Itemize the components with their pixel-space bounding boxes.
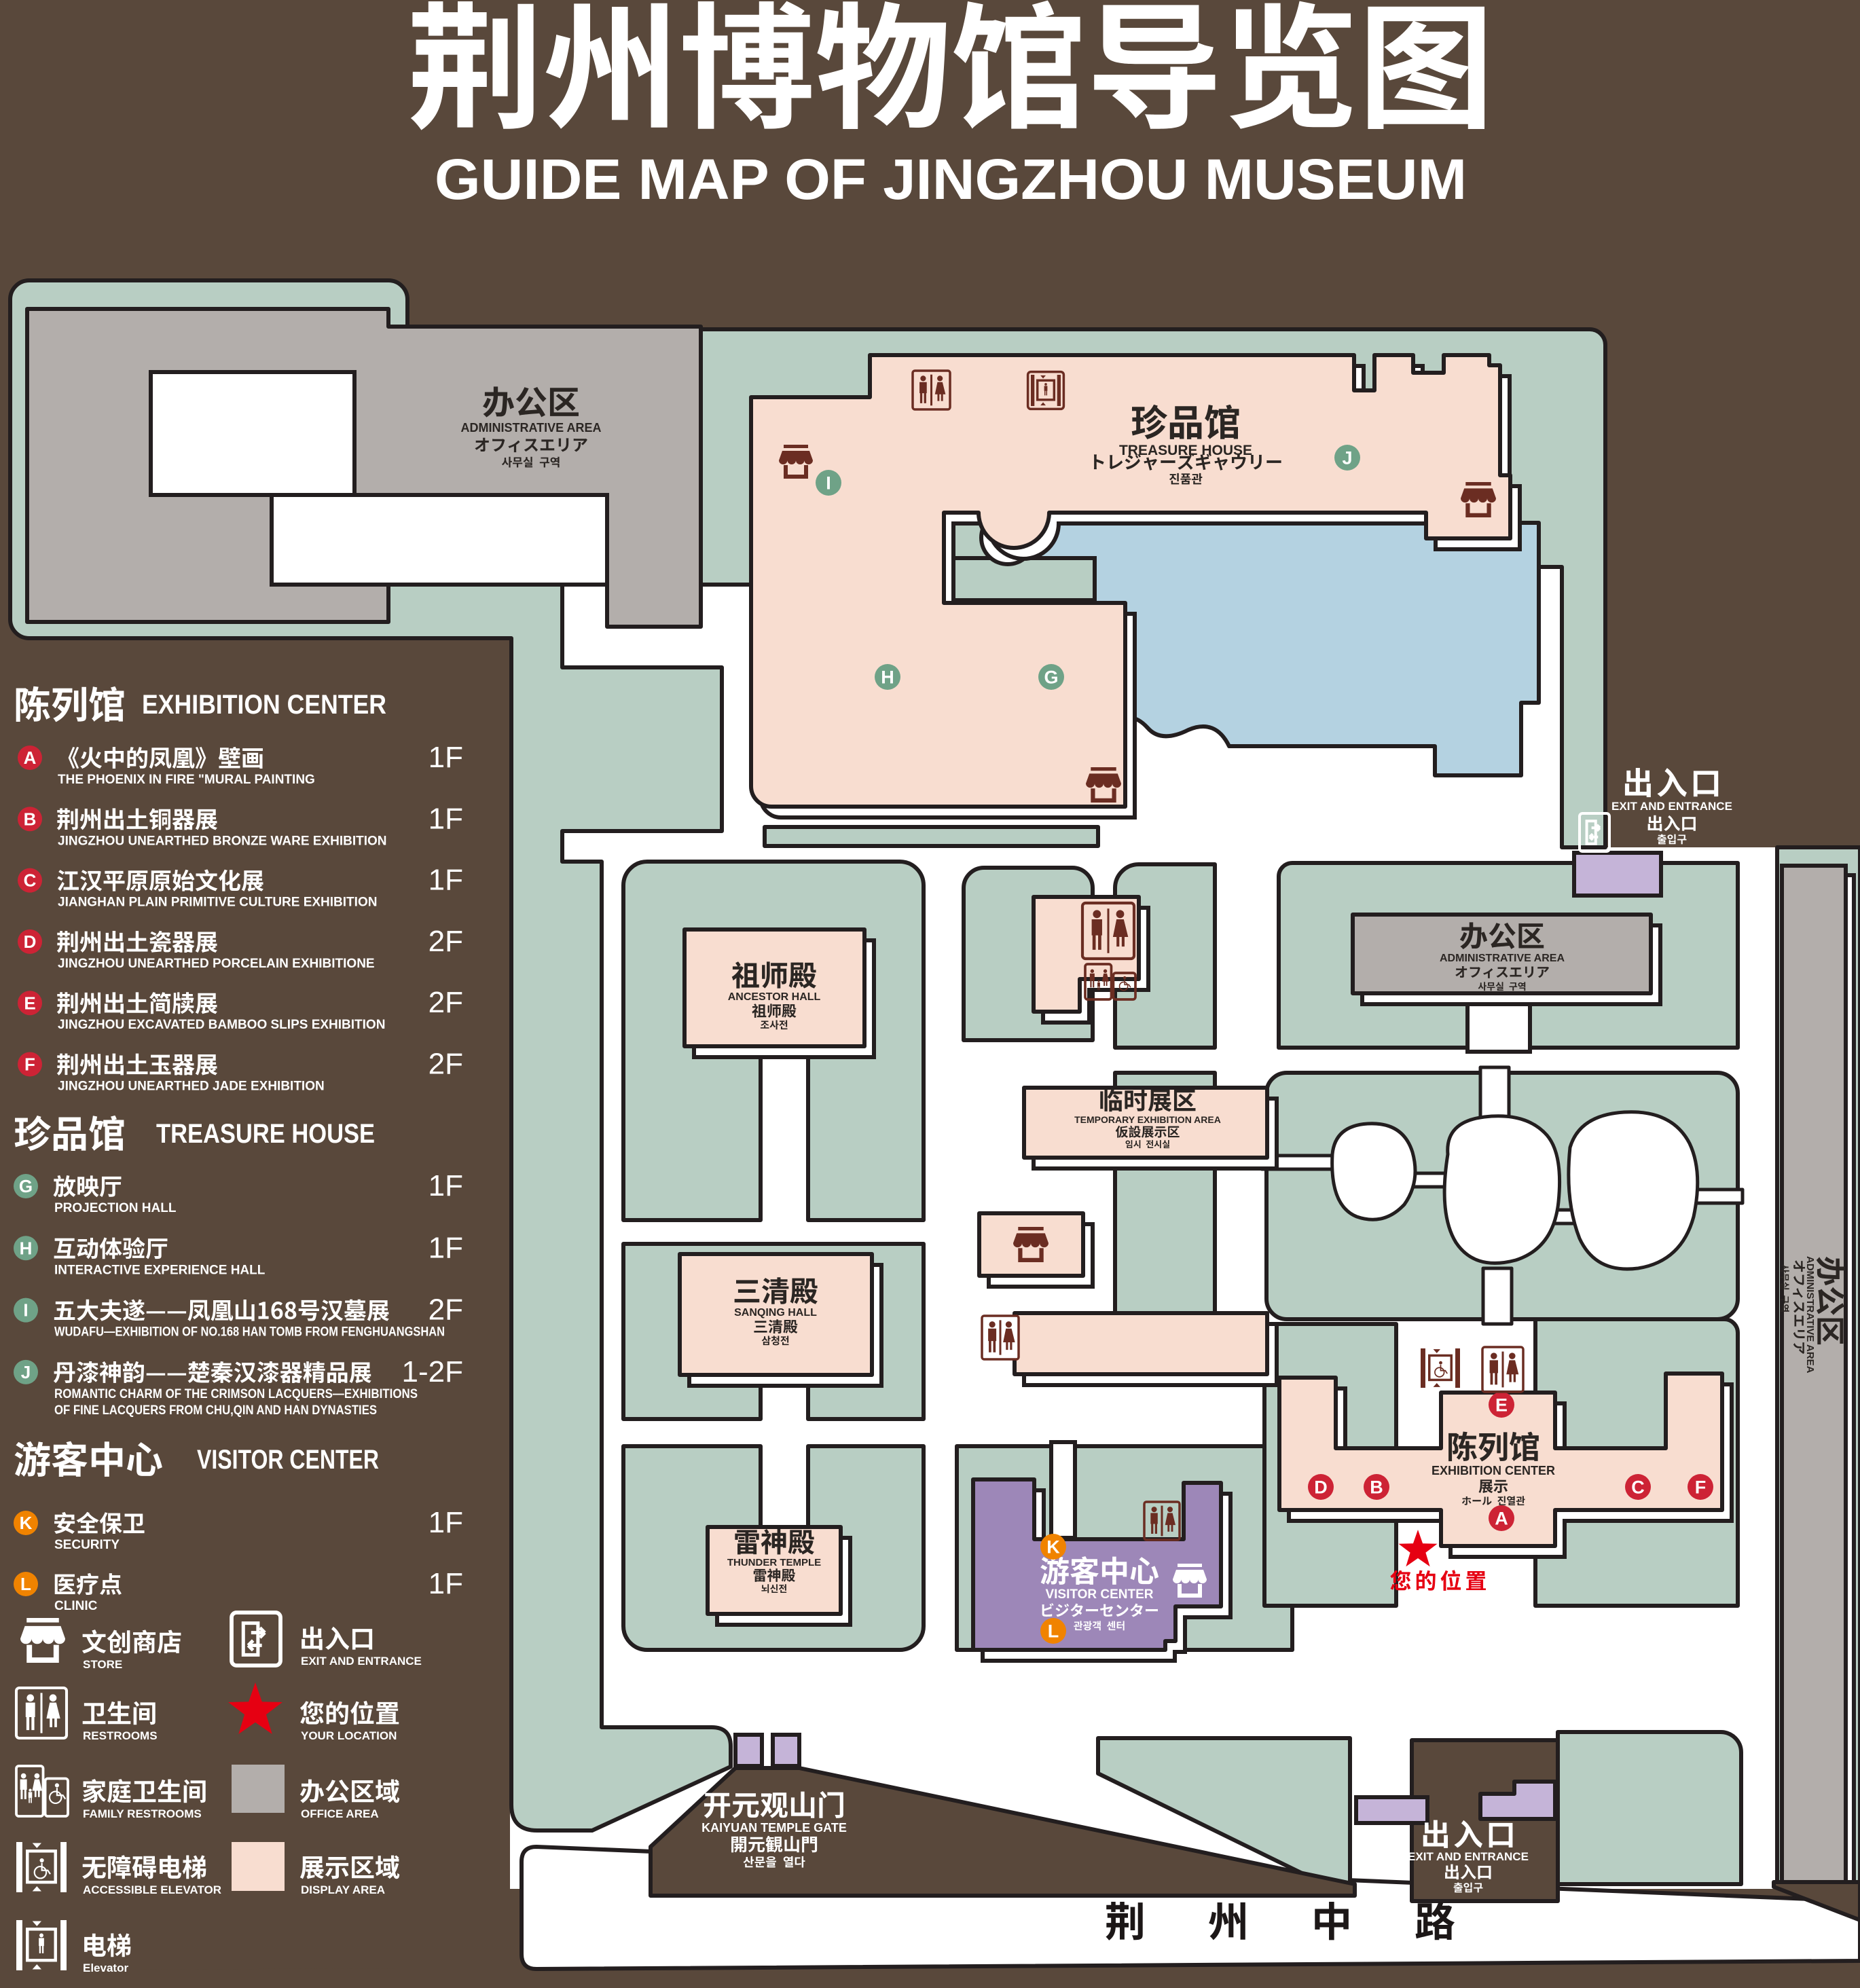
svg-text:PROJECTION HALL: PROJECTION HALL	[54, 1201, 177, 1215]
svg-text:JINGZHOU UNEARTHED PORCELAIN E: JINGZHOU UNEARTHED PORCELAIN EXHIBITIONE	[58, 957, 375, 971]
svg-text:ROMANTIC CHARM OF THE CRIMSON: ROMANTIC CHARM OF THE CRIMSON LACQUERS—E…	[54, 1387, 418, 1401]
svg-text:EXHIBITION CENTER: EXHIBITION CENTER	[142, 690, 386, 720]
svg-text:F: F	[24, 1054, 35, 1075]
svg-text:A: A	[1495, 1508, 1508, 1528]
svg-text:ACCESSIBLE ELEVATOR: ACCESSIBLE ELEVATOR	[83, 1883, 221, 1896]
svg-text:ADMINISTRATIVE AREA: ADMINISTRATIVE AREA	[1440, 953, 1565, 964]
svg-text:L: L	[1048, 1621, 1059, 1641]
svg-text:RESTROOMS: RESTROOMS	[83, 1729, 158, 1742]
svg-text:B: B	[24, 809, 37, 829]
svg-text:F: F	[1695, 1477, 1707, 1497]
svg-text:G: G	[19, 1176, 33, 1196]
svg-text:2F: 2F	[428, 1048, 463, 1081]
svg-text:GUIDE MAP OF JINGZHOU MUSEUM: GUIDE MAP OF JINGZHOU MUSEUM	[435, 147, 1467, 211]
svg-text:C: C	[24, 870, 37, 891]
svg-text:JINGZHOU EXCAVATED BAMBOO SLIP: JINGZHOU EXCAVATED BAMBOO SLIPS EXHIBITI…	[58, 1018, 385, 1032]
svg-text:TREASURE HOUSE: TREASURE HOUSE	[156, 1119, 375, 1149]
svg-text:J: J	[1342, 447, 1352, 468]
svg-text:SANQING HALL: SANQING HALL	[734, 1307, 817, 1319]
svg-text:B: B	[1370, 1477, 1383, 1497]
svg-text:VISITOR CENTER: VISITOR CENTER	[197, 1445, 379, 1475]
svg-text:G: G	[1044, 667, 1058, 687]
svg-text:ADMINISTRATIVE AREA: ADMINISTRATIVE AREA	[461, 421, 602, 435]
svg-text:2F: 2F	[428, 986, 463, 1019]
svg-text:A: A	[24, 748, 37, 768]
svg-text:TREASURE HOUSE: TREASURE HOUSE	[1119, 443, 1252, 458]
svg-text:DISPLAY AREA: DISPLAY AREA	[301, 1883, 385, 1896]
svg-text:SECURITY: SECURITY	[54, 1538, 120, 1552]
svg-text:STORE: STORE	[83, 1658, 122, 1671]
svg-text:JINGZHOU UNEARTHED JADE EXHIBI: JINGZHOU UNEARTHED JADE EXHIBITION	[58, 1080, 325, 1094]
svg-text:OF FINE LACQUERS FROM CHU,QIN: OF FINE LACQUERS FROM CHU,QIN AND HAN DY…	[54, 1403, 377, 1418]
svg-text:THE PHOENIX IN FIRE "MURAL PAI: THE PHOENIX IN FIRE "MURAL PAINTING	[58, 773, 315, 787]
svg-text:1F: 1F	[428, 1169, 463, 1202]
svg-text:D: D	[1314, 1477, 1328, 1497]
svg-text:ADMINISTRATIVE AREA: ADMINISTRATIVE AREA	[1804, 1256, 1816, 1374]
svg-text:ANCESTOR HALL: ANCESTOR HALL	[728, 991, 821, 1003]
svg-text:H: H	[20, 1238, 33, 1258]
svg-text:L: L	[20, 1574, 31, 1594]
svg-text:VISITOR CENTER: VISITOR CENTER	[1045, 1587, 1153, 1602]
svg-text:1F: 1F	[428, 1506, 463, 1539]
svg-text:1F: 1F	[428, 864, 463, 897]
svg-text:YOUR LOCATION: YOUR LOCATION	[301, 1729, 397, 1742]
svg-text:1-2F: 1-2F	[402, 1355, 463, 1388]
svg-text:2F: 2F	[428, 925, 463, 958]
svg-text:EXHIBITION CENTER: EXHIBITION CENTER	[1432, 1464, 1555, 1477]
svg-text:WUDAFU—EXHIBITION OF NO.168 HA: WUDAFU—EXHIBITION OF NO.168 HAN TOMB FRO…	[54, 1325, 445, 1340]
svg-text:EXIT AND ENTRANCE: EXIT AND ENTRANCE	[1611, 800, 1732, 813]
svg-text:TEMPORARY EXHIBITION AREA: TEMPORARY EXHIBITION AREA	[1074, 1114, 1221, 1125]
svg-text:1F: 1F	[428, 1231, 463, 1264]
svg-text:Elevator: Elevator	[83, 1962, 128, 1974]
svg-text:EXIT AND ENTRANCE: EXIT AND ENTRANCE	[301, 1655, 422, 1668]
svg-text:JIANGHAN PLAIN PRIMITIVE CULTU: JIANGHAN PLAIN PRIMITIVE CULTURE EXHIBIT…	[58, 896, 377, 910]
svg-text:KAIYUAN TEMPLE GATE: KAIYUAN TEMPLE GATE	[701, 1821, 847, 1835]
svg-text:I: I	[23, 1300, 28, 1321]
svg-text:H: H	[881, 667, 894, 687]
svg-text:K: K	[20, 1513, 33, 1533]
svg-text:INTERACTIVE EXPERIENCE HALL: INTERACTIVE EXPERIENCE HALL	[54, 1263, 266, 1277]
svg-text:2F: 2F	[428, 1293, 463, 1327]
svg-text:EXIT AND ENTRANCE: EXIT AND ENTRANCE	[1408, 1850, 1529, 1863]
svg-text:1F: 1F	[428, 741, 463, 774]
svg-text:CLINIC: CLINIC	[54, 1599, 98, 1613]
svg-text:E: E	[24, 993, 35, 1013]
svg-text:C: C	[1631, 1477, 1645, 1497]
svg-text:K: K	[1046, 1536, 1060, 1557]
svg-text:1F: 1F	[428, 802, 463, 835]
svg-text:FAMILY RESTROOMS: FAMILY RESTROOMS	[83, 1807, 202, 1820]
svg-text:E: E	[1495, 1395, 1508, 1415]
svg-text:THUNDER TEMPLE: THUNDER TEMPLE	[727, 1557, 821, 1568]
svg-text:I: I	[826, 473, 831, 493]
svg-text:J: J	[21, 1362, 31, 1382]
svg-text:JINGZHOU UNEARTHED BRONZE WARE: JINGZHOU UNEARTHED BRONZE WARE EXHIBITIO…	[58, 834, 387, 848]
svg-text:D: D	[24, 932, 37, 952]
svg-text:1F: 1F	[428, 1567, 463, 1600]
svg-text:OFFICE AREA: OFFICE AREA	[301, 1807, 379, 1820]
